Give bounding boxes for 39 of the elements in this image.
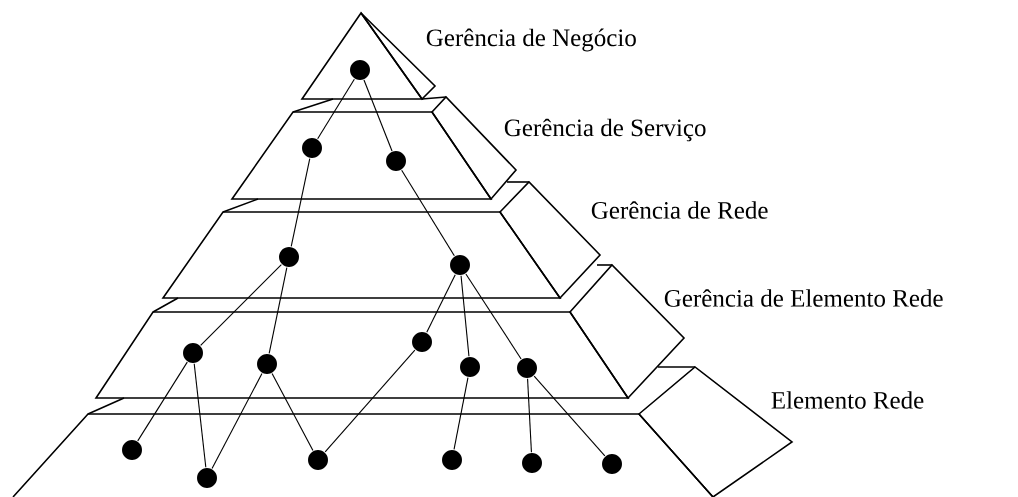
dot	[412, 332, 432, 352]
layer-band: Elemento Rede	[12, 365, 924, 497]
dot	[122, 440, 142, 460]
dot	[460, 357, 480, 377]
dot	[302, 138, 322, 158]
node-label: Elemento Rede	[771, 391, 924, 409]
connector-line	[426, 274, 456, 333]
dot	[450, 255, 470, 275]
connector-line	[193, 363, 207, 468]
dot	[602, 454, 622, 474]
connector-line	[533, 375, 606, 457]
connector-line	[211, 373, 263, 469]
connector-line	[271, 372, 314, 451]
dot	[517, 358, 537, 378]
dot	[522, 453, 542, 473]
connector-line	[460, 275, 470, 357]
connector-line	[465, 273, 522, 360]
connector-line	[363, 79, 393, 152]
dot	[257, 354, 277, 374]
dot	[279, 247, 299, 267]
dot	[442, 450, 462, 470]
connector-line	[401, 169, 455, 257]
dot	[386, 151, 406, 171]
connector-line	[290, 158, 311, 247]
node-label: Gerência de Negócio	[426, 28, 636, 52]
connector-line	[453, 377, 469, 450]
dot	[350, 60, 370, 80]
node-label: Gerência de Elemento Rede	[664, 289, 943, 307]
node-label: Gerência de Rede	[591, 201, 768, 219]
connector-line	[137, 361, 188, 442]
node-label: Gerência de Serviço	[504, 118, 706, 142]
dot	[183, 343, 203, 363]
connector-line	[200, 264, 282, 346]
connector-line	[324, 349, 416, 453]
connector-line	[527, 378, 532, 453]
connector-line	[268, 267, 288, 354]
dot	[308, 450, 328, 470]
connector-line	[317, 78, 355, 140]
dot	[197, 468, 217, 488]
